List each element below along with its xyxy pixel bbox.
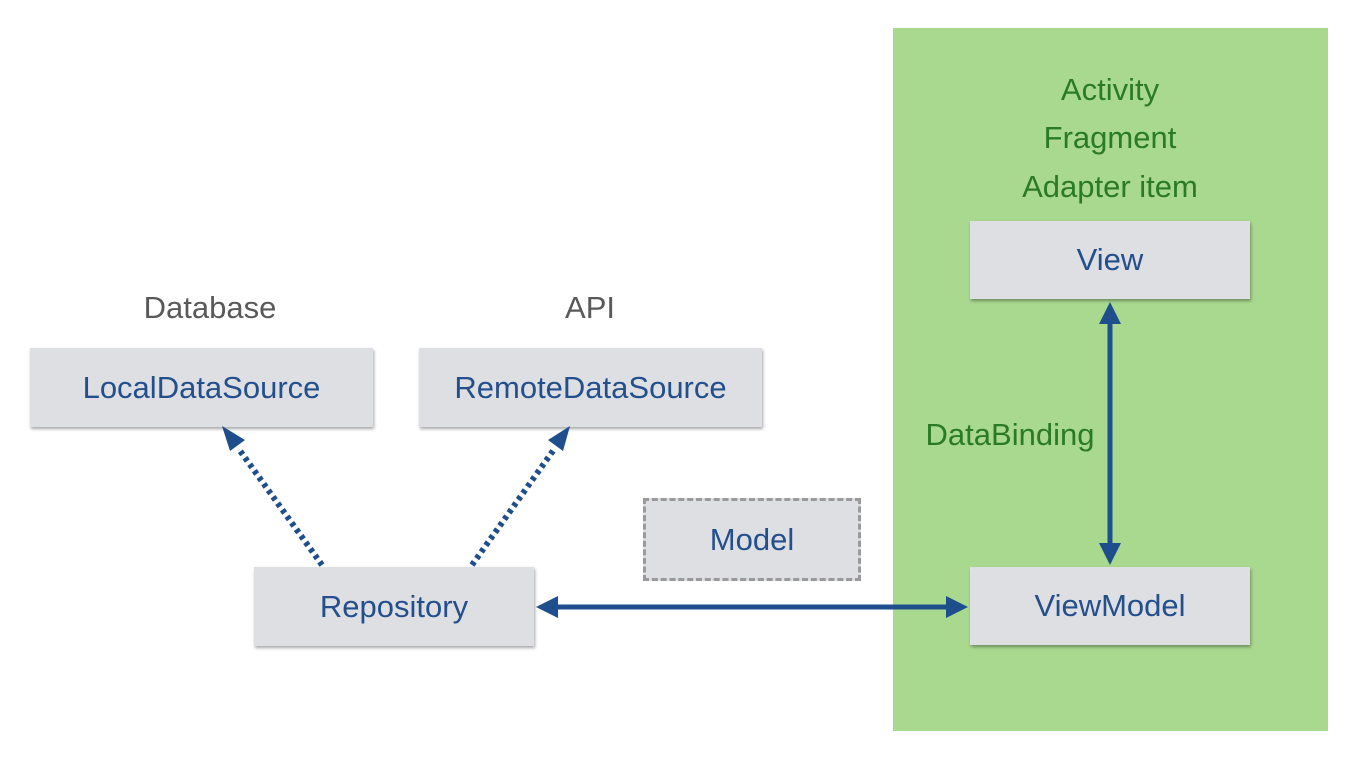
local-arrowhead	[222, 426, 245, 451]
panel-label-activity: Activity	[1060, 72, 1160, 107]
repository-side-arrowhead	[536, 596, 558, 618]
api-label: API	[565, 290, 615, 325]
panel-label-adapter-item: Adapter item	[1022, 169, 1198, 204]
viewmodel-label: ViewModel	[1034, 588, 1186, 623]
view-side-arrowhead	[1099, 302, 1121, 324]
repository-to-remote-dotted-line	[469, 446, 558, 567]
repository-box: Repository	[254, 567, 534, 646]
remote-arrowhead	[548, 426, 570, 451]
remote-data-source-label: RemoteDataSource	[454, 369, 727, 405]
local-data-source-box: LocalDataSource	[30, 348, 373, 427]
viewmodel-box: ViewModel	[970, 567, 1250, 645]
local-data-source-label: LocalDataSource	[82, 369, 321, 405]
repository-to-local-dotted-line	[235, 446, 325, 567]
viewmodel-side-arrowhead	[946, 596, 968, 618]
view-box: View	[970, 221, 1250, 299]
viewmodel-top-arrowhead	[1099, 543, 1121, 565]
panel-label-fragment: Fragment	[1043, 120, 1177, 155]
database-label: Database	[143, 290, 277, 325]
databinding-label: DataBinding	[925, 417, 1095, 452]
model-box: Model	[643, 498, 861, 581]
model-label: Model	[709, 521, 795, 557]
remote-data-source-box: RemoteDataSource	[419, 348, 762, 427]
repository-label: Repository	[319, 588, 469, 624]
view-label: View	[1076, 242, 1144, 277]
